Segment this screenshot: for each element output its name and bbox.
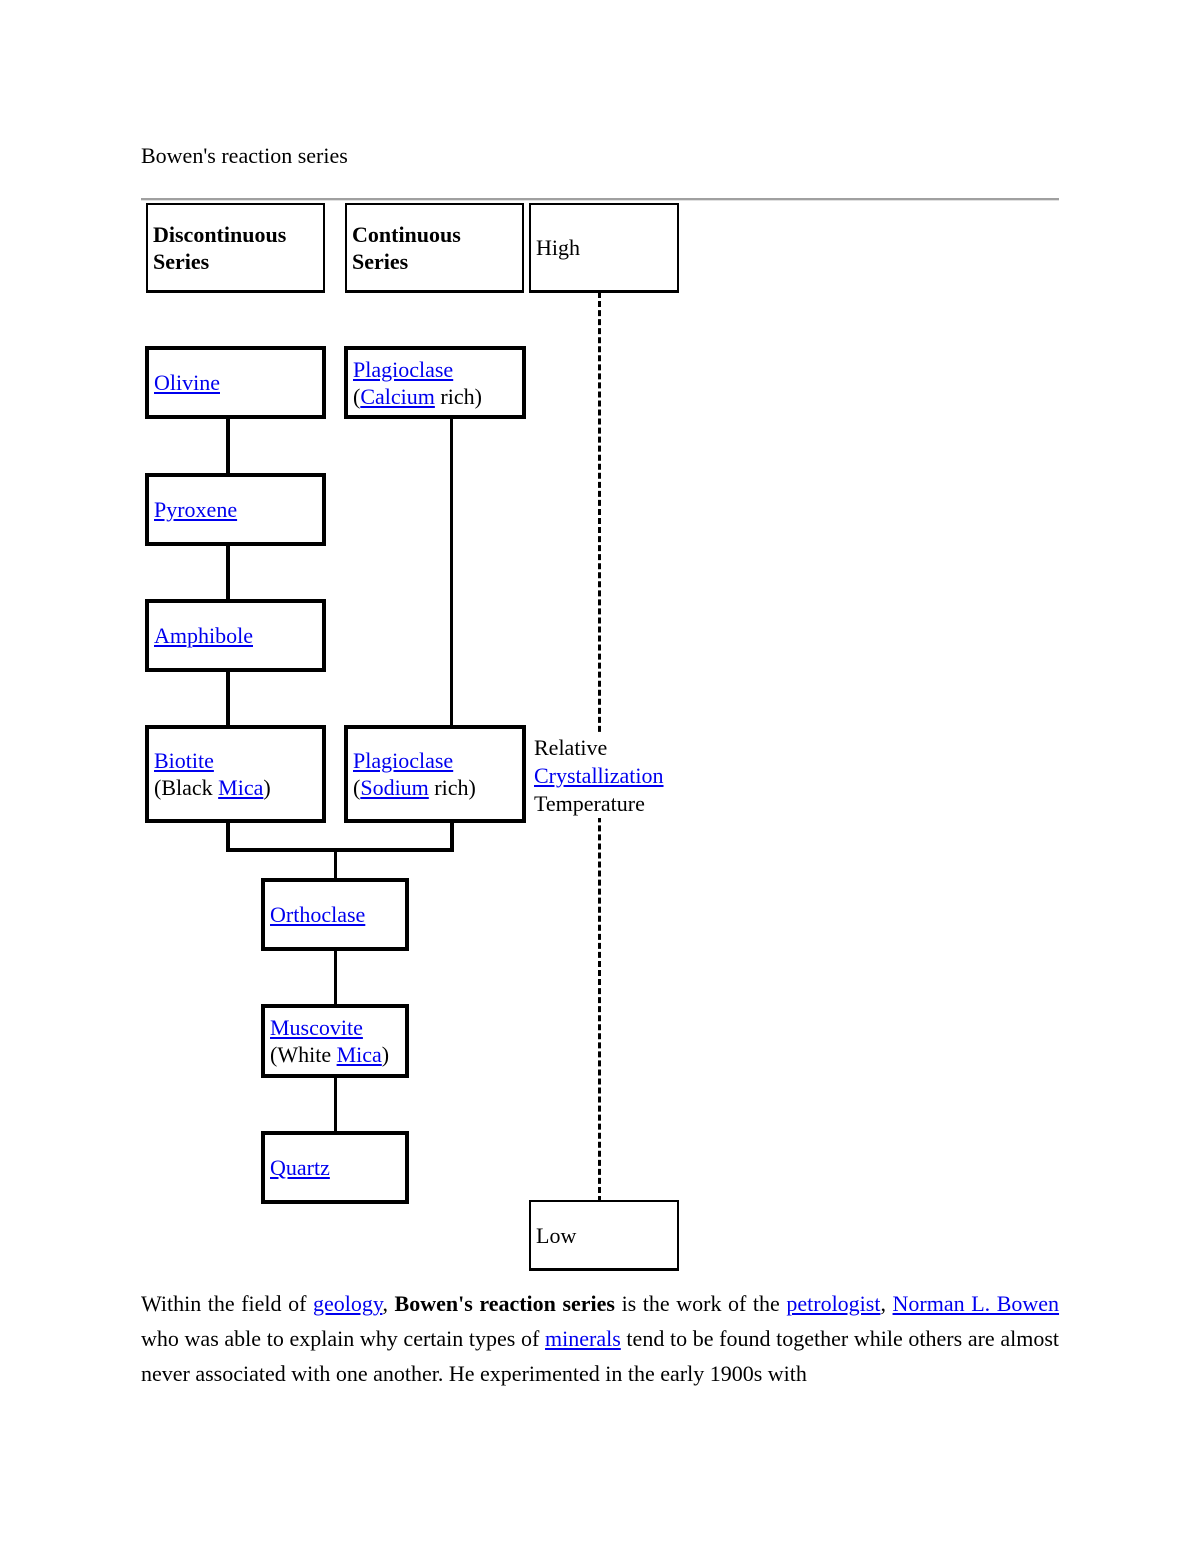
olivine-link[interactable]: Olivine <box>154 370 220 395</box>
mineral-box-plagioclase-calcium: Plagioclase (Calcium rich) <box>344 346 526 419</box>
biotite-paren-close: ) <box>263 775 271 800</box>
connector-plagioclase-continuous <box>450 418 453 728</box>
connector-muscovite-quartz <box>334 1076 337 1134</box>
petrologist-link[interactable]: petrologist <box>786 1291 881 1316</box>
mineral-box-amphibole: Amphibole <box>145 599 326 672</box>
geology-link[interactable]: geology <box>313 1291 383 1316</box>
mineral-box-olivine: Olivine <box>145 346 326 419</box>
biotite-link[interactable]: Biotite <box>154 748 214 773</box>
pyroxene-link[interactable]: Pyroxene <box>154 497 238 522</box>
header-high-temperature: High <box>529 203 679 293</box>
minerals-link[interactable]: minerals <box>545 1326 621 1351</box>
orthoclase-link[interactable]: Orthoclase <box>270 902 366 927</box>
mineral-box-pyroxene: Pyroxene <box>145 473 326 546</box>
connector-olivine-pyroxene <box>226 418 230 476</box>
mineral-box-orthoclase: Orthoclase <box>261 878 409 951</box>
plagioclase-calcium-link[interactable]: Plagioclase <box>353 356 454 382</box>
bowens-reaction-series-bold: Bowen's reaction series <box>394 1291 615 1316</box>
relative-crystallization-temperature-label: Relative Crystallization Temperature <box>534 734 668 818</box>
low-label: Low <box>536 1222 577 1248</box>
sodium-link[interactable]: Sodium <box>360 775 429 800</box>
biotite-paren-open: (Black <box>154 775 219 800</box>
plag-ca-rest: rich) <box>434 383 482 409</box>
connector-orthoclase-muscovite <box>334 948 337 1008</box>
page-title: Bowen's reaction series <box>141 143 348 168</box>
connector-merge-orthoclase <box>334 850 337 882</box>
crystallization-link[interactable]: Crystallization <box>534 763 664 788</box>
high-label: High <box>536 235 580 260</box>
temp-label-line1: Relative <box>534 735 608 760</box>
plag-na-paren-open: ( <box>353 775 361 800</box>
connector-pyroxene-amphibole <box>226 544 230 602</box>
para-text-3: is the work of the <box>615 1291 787 1316</box>
connector-plag-na-down <box>450 820 454 852</box>
amphibole-link[interactable]: Amphibole <box>154 623 253 648</box>
intro-paragraph: Within the field of geology, Bowen's rea… <box>141 1286 1059 1391</box>
plagioclase-sodium-link[interactable]: Plagioclase <box>353 748 454 773</box>
para-text-6: tend to be found together while others a… <box>141 1326 1059 1386</box>
para-text-1: Within the field of <box>141 1291 313 1316</box>
muscovite-link[interactable]: Muscovite <box>270 1015 363 1040</box>
mineral-box-muscovite: Muscovite (White Mica) <box>261 1004 409 1078</box>
header-discontinuous-line1: Discontinuous <box>153 222 287 247</box>
mineral-box-biotite: Biotite (Black Mica) <box>145 725 326 823</box>
plag-ca-paren-open: ( <box>353 383 361 409</box>
para-text-5: who was able to explain why certain type… <box>141 1326 546 1351</box>
connector-amphibole-biotite <box>226 670 230 728</box>
header-discontinuous-series: Discontinuous Series <box>146 203 325 293</box>
para-text-2: , <box>382 1291 395 1316</box>
footer-low-temperature: Low <box>529 1200 679 1271</box>
muscovite-paren-close: ) <box>381 1042 390 1067</box>
biotite-mica-link[interactable]: Mica <box>218 775 264 800</box>
header-continuous-line2: Series <box>352 249 409 274</box>
calcium-link[interactable]: Calcium <box>360 383 435 409</box>
mineral-box-plagioclase-sodium: Plagioclase (Sodium rich) <box>344 725 526 823</box>
muscovite-paren-open: (White <box>270 1042 337 1067</box>
connector-merge-horizontal <box>226 848 454 852</box>
mineral-box-quartz: Quartz <box>261 1131 409 1204</box>
muscovite-mica-link[interactable]: Mica <box>336 1042 382 1067</box>
norman-bowen-link[interactable]: Norman L. Bowen <box>892 1291 1060 1316</box>
quartz-link[interactable]: Quartz <box>270 1155 330 1180</box>
header-discontinuous-line2: Series <box>153 249 210 274</box>
header-continuous-line1: Continuous <box>352 222 461 247</box>
connector-biotite-down <box>226 820 230 852</box>
plag-na-rest: rich) <box>428 775 476 800</box>
horizontal-rule <box>141 198 1059 201</box>
temp-label-line3: Temperature <box>534 791 645 816</box>
header-continuous-series: Continuous Series <box>345 203 524 293</box>
para-text-4: , <box>880 1291 893 1316</box>
